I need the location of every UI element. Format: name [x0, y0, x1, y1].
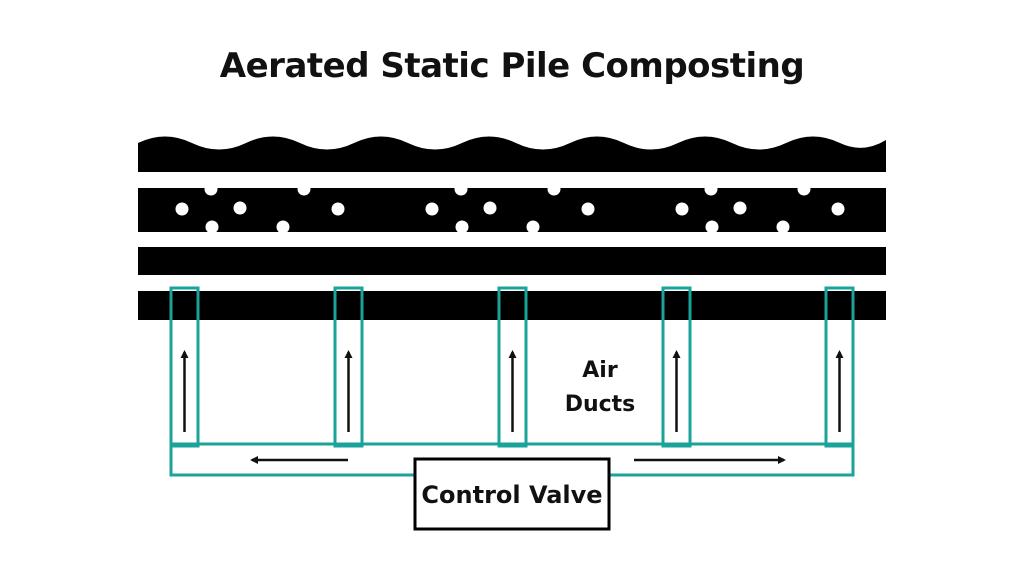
- surface-layer: [138, 136, 886, 172]
- air-pore: [205, 220, 219, 234]
- solid-layer: [138, 247, 886, 275]
- air-ducts: [169, 286, 855, 448]
- air-pores: [175, 182, 845, 234]
- control-valve-box: [413, 457, 611, 531]
- air-duct: [824, 286, 855, 448]
- air-pore: [454, 182, 468, 196]
- diagram-title: Aerated Static Pile Composting: [219, 46, 805, 86]
- air-pore: [705, 220, 719, 234]
- air-pore: [797, 182, 811, 196]
- air-pore: [675, 202, 689, 216]
- air-duct: [169, 286, 200, 448]
- air-pore: [547, 182, 561, 196]
- air-pore: [331, 202, 345, 216]
- air-ducts-label-line2: Ducts: [565, 392, 636, 417]
- air-ducts-label-line1: Air: [582, 358, 618, 383]
- porous-layer: [138, 188, 886, 232]
- air-pore: [204, 182, 218, 196]
- air-pore: [276, 220, 290, 234]
- air-pore: [831, 202, 845, 216]
- air-pore: [425, 202, 439, 216]
- air-duct: [661, 286, 692, 448]
- air-pore: [733, 201, 747, 215]
- air-pore: [175, 202, 189, 216]
- air-pore: [704, 182, 718, 196]
- air-pore: [776, 220, 790, 234]
- air-pore: [581, 202, 595, 216]
- air-pore: [455, 220, 469, 234]
- control-valve-label: Control Valve: [421, 481, 602, 509]
- air-duct: [497, 286, 528, 448]
- base-layer: [138, 291, 886, 320]
- air-pore: [526, 220, 540, 234]
- air-pore: [233, 201, 247, 215]
- air-duct: [333, 286, 364, 448]
- air-pore: [297, 182, 311, 196]
- air-pore: [483, 201, 497, 215]
